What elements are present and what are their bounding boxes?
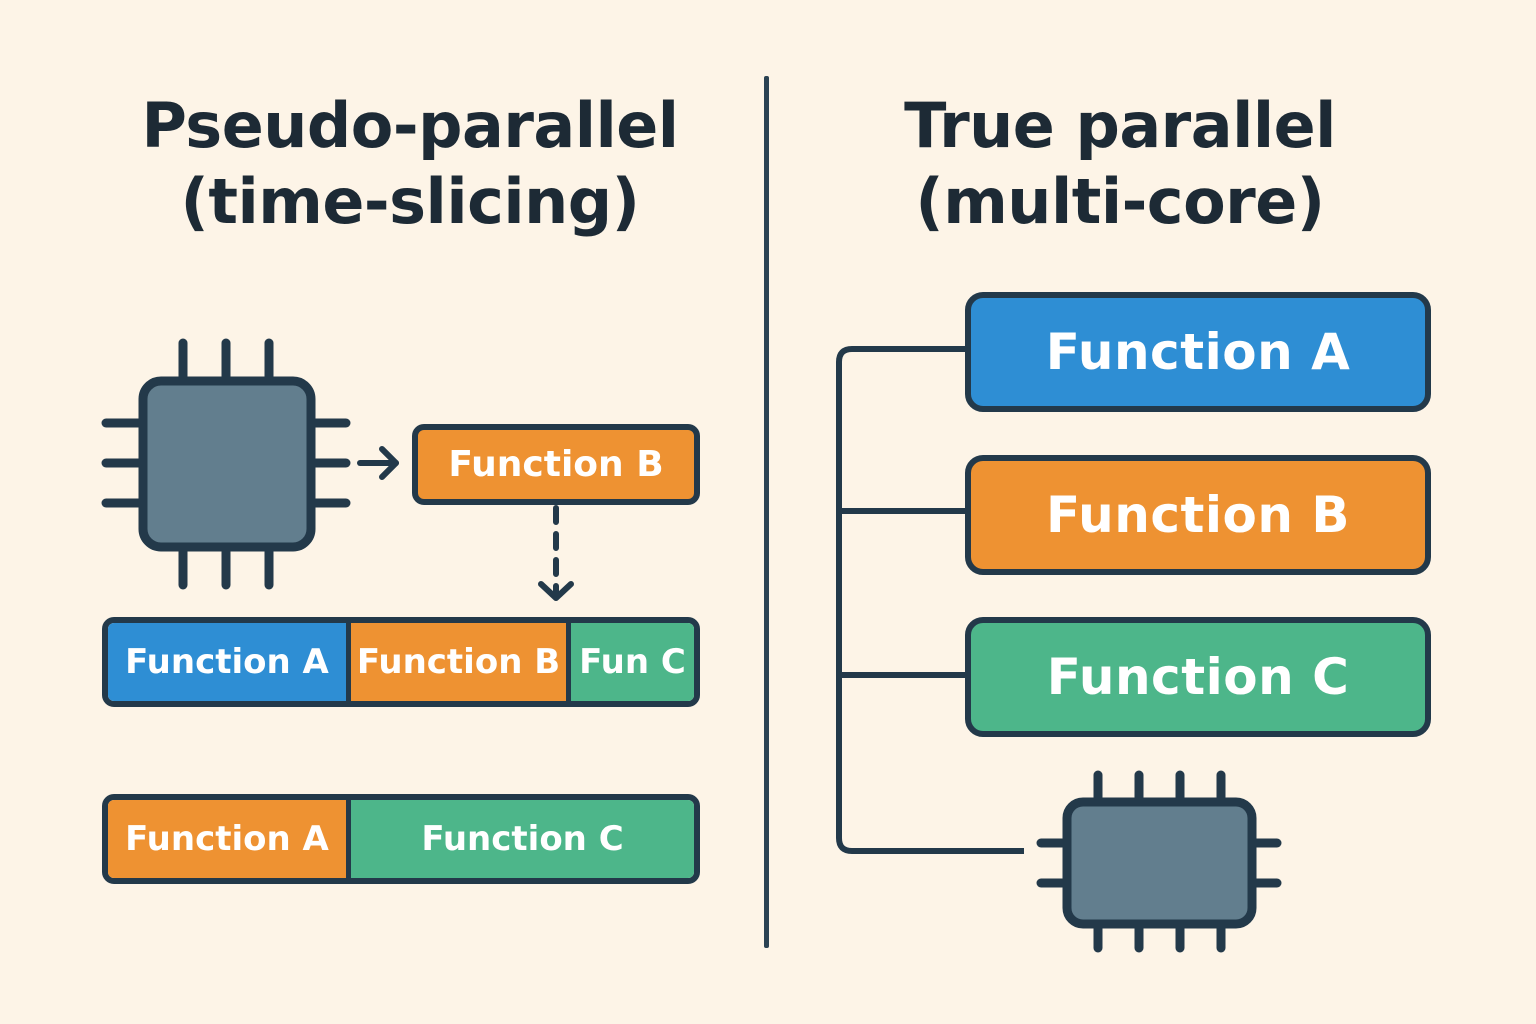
timeline-2-segment-a-label: Function A — [125, 819, 329, 859]
true-parallel-title-line2: (multi-core) — [915, 165, 1325, 238]
timeline-1-segment-c: Fun C — [566, 623, 694, 701]
timeline-1-segment-a-label: Function A — [125, 642, 329, 682]
pseudo-parallel-title-line1: Pseudo-parallel — [141, 89, 679, 162]
cpu-chip-icon — [101, 338, 351, 590]
timeline-2-segment-c: Function C — [346, 800, 694, 878]
core-connector — [836, 346, 1024, 854]
core-function-b-box: Function B — [965, 455, 1431, 575]
pseudo-parallel-title: Pseudo-parallel (time-slicing) — [60, 88, 760, 240]
true-parallel-title-line1: True parallel — [904, 89, 1336, 162]
timeline-1-segment-b: Function B — [346, 623, 566, 701]
current-task-box: Function B — [412, 424, 700, 505]
true-parallel-title: True parallel (multi-core) — [810, 88, 1430, 240]
pseudo-parallel-title-line2: (time-slicing) — [180, 165, 640, 238]
timeline-1-segment-a: Function A — [108, 623, 346, 701]
core-function-a-label: Function A — [1045, 323, 1351, 381]
timeline-bar-2: Function A Function C — [102, 794, 700, 884]
panel-divider — [764, 76, 769, 948]
timeline-1-segment-b-label: Function B — [356, 642, 561, 682]
cpu-chip-icon — [1036, 770, 1282, 953]
dashed-arrow-down-icon — [538, 505, 574, 601]
core-function-c-box: Function C — [965, 617, 1431, 737]
core-function-b-label: Function B — [1046, 486, 1350, 544]
timeline-1-segment-c-label: Fun C — [579, 642, 686, 682]
arrow-right-icon — [357, 446, 399, 480]
core-function-a-box: Function A — [965, 292, 1431, 412]
timeline-2-segment-a: Function A — [108, 800, 346, 878]
timeline-2-segment-c-label: Function C — [421, 819, 624, 859]
timeline-bar-1: Function A Function B Fun C — [102, 617, 700, 707]
core-function-c-label: Function C — [1046, 648, 1350, 706]
current-task-label: Function B — [448, 444, 664, 485]
